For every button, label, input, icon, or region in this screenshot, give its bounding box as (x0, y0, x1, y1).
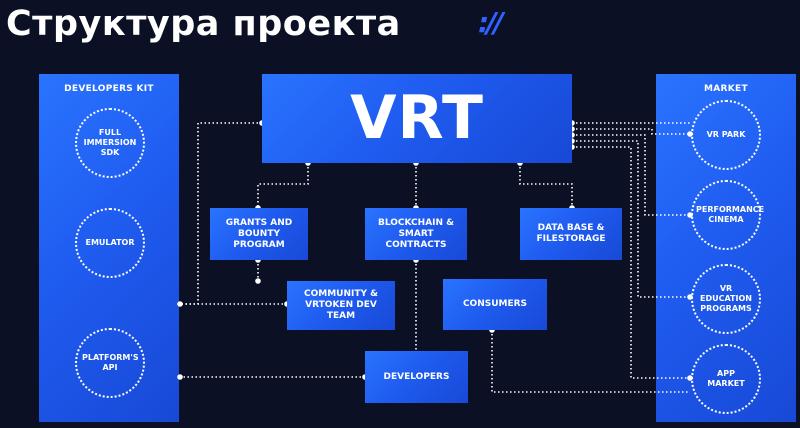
page-title: Структура проекта (6, 4, 401, 44)
connector-vrt-to-cinema (572, 134, 690, 216)
connector-vrt-to-grants (257, 163, 309, 208)
market-heading: MARKET (704, 84, 748, 94)
developers-kit-panel: DEVELOPERS KIT FULL IMMERSION SDK EMULAT… (39, 74, 179, 422)
connector-vrt-to-appmarket (572, 146, 690, 379)
full-immersion-sdk-node: FULL IMMERSION SDK (75, 108, 145, 178)
connector-vrt-to-education (572, 140, 690, 298)
title-decoration: :// (478, 6, 504, 39)
grants-box: GRANTS AND BOUNTY PROGRAM (210, 208, 308, 260)
connector-vrt-to-vrpark-2 (572, 128, 690, 135)
consumers-box: CONSUMERS (443, 279, 547, 330)
connector-vrt-to-database (519, 163, 573, 208)
market-panel: MARKET VR PARK PERFORMANCE CINEMA VR EDU… (656, 74, 796, 422)
database-box: DATA BASE & FILESTORAGE (520, 208, 622, 260)
connector-vrt-to-devkit (180, 122, 262, 305)
connector-consumers-to-appmarket (491, 330, 690, 393)
vr-education-programs-node: VR EDUCATION PROGRAMS (691, 264, 761, 334)
platforms-api-node: PLATFORM'S API (75, 328, 145, 398)
developers-box: DEVELOPERS (365, 351, 468, 403)
developers-kit-heading: DEVELOPERS KIT (64, 84, 154, 94)
blockchain-box: BLOCKCHAIN & SMART CONTRACTS (365, 208, 467, 260)
vrt-box: VRT (262, 74, 572, 163)
community-box: COMMUNITY & VRTOKEN DEV TEAM (287, 281, 395, 330)
emulator-node: EMULATOR (75, 208, 145, 278)
